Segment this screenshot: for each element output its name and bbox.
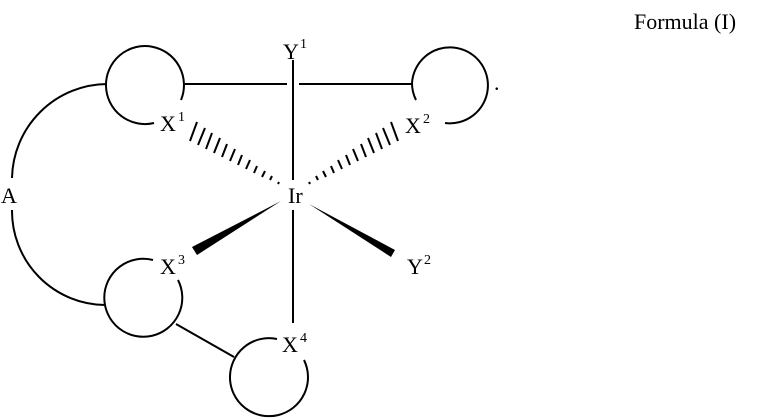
- y2-label: Y: [407, 254, 423, 279]
- ring-2: [411, 46, 489, 125]
- ir-x1-hashed-bond: [189, 121, 280, 185]
- x3-label: X: [160, 254, 176, 279]
- x3-superscript: 3: [178, 253, 185, 268]
- x1-label: X: [160, 111, 176, 136]
- ir-x3-wedge-bond: [192, 201, 281, 255]
- bridge-a-label: A: [1, 183, 17, 208]
- bridge-a-lower: [10, 209, 106, 306]
- bridge-a-upper: [11, 83, 108, 179]
- ring-2-stub: [410, 82, 417, 101]
- trailing-period: .: [494, 70, 500, 95]
- y2-superscript: 2: [424, 253, 431, 268]
- y1-superscript: 1: [300, 37, 307, 52]
- formula-title: Formula (I): [634, 9, 736, 34]
- x4-superscript: 4: [300, 331, 307, 346]
- ring-3: [103, 257, 184, 338]
- x2-superscript: 2: [423, 112, 430, 127]
- ir-x2-hashed-bond: [308, 121, 399, 185]
- y1-label: Y: [283, 39, 299, 64]
- x1-superscript: 1: [178, 110, 185, 125]
- ir-y2-wedge-bond: [309, 204, 395, 257]
- x4-label: X: [282, 332, 298, 357]
- ring-1: [104, 45, 185, 126]
- ring3-ring4-bond: [175, 323, 235, 358]
- ir-label: Ir: [288, 183, 303, 208]
- ring-4: [229, 337, 309, 418]
- x2-label: X: [405, 113, 421, 138]
